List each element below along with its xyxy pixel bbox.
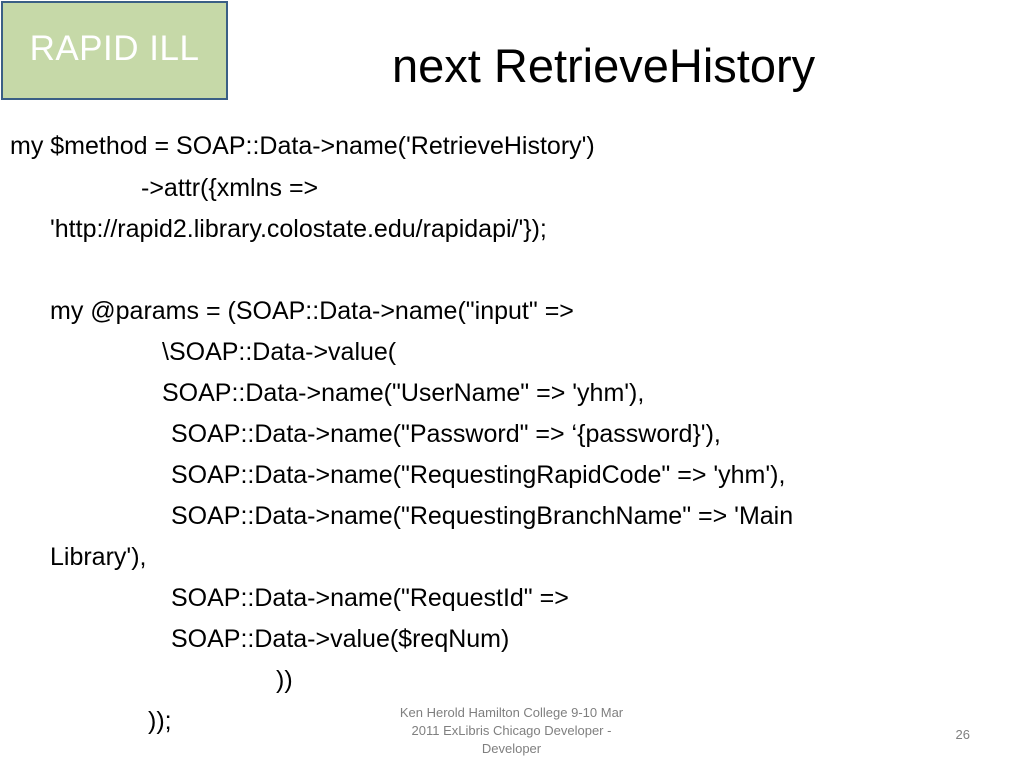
code-line: Library'), xyxy=(50,543,147,571)
footer-text: Ken Herold Hamilton College 9-10 Mar 201… xyxy=(368,704,655,758)
code-line: SOAP::Data->name("RequestingRapidCode" =… xyxy=(171,461,786,489)
page-number: 26 xyxy=(955,727,970,742)
code-line: )) xyxy=(276,666,293,694)
section-badge-label: RAPID ILL xyxy=(29,29,200,68)
code-line: ->attr({xmlns => xyxy=(141,174,319,202)
code-line: 'http://rapid2.library.colostate.edu/rap… xyxy=(50,215,547,243)
footer-line: 2011 ExLibris Chicago Developer - xyxy=(411,723,612,738)
footer-line: Developer xyxy=(481,741,542,756)
code-line: SOAP::Data->name("Password" => ‘{passwor… xyxy=(171,420,721,448)
section-badge: RAPID ILL xyxy=(1,1,228,100)
code-line: )); xyxy=(148,707,172,735)
code-line: SOAP::Data->name("RequestingBranchName" … xyxy=(171,502,794,530)
code-line: \SOAP::Data->value( xyxy=(162,338,397,366)
code-line: my $method = SOAP::Data->name('RetrieveH… xyxy=(10,132,595,160)
code-line: my @params = (SOAP::Data->name("input" =… xyxy=(50,297,574,325)
footer-line: Ken Herold Hamilton College 9-10 Mar xyxy=(399,705,624,720)
code-line: SOAP::Data->value($reqNum) xyxy=(171,625,510,653)
code-line: SOAP::Data->name("UserName" => 'yhm'), xyxy=(162,379,645,407)
code-line: SOAP::Data->name("RequestId" => xyxy=(171,584,569,612)
slide-title: next RetrieveHistory xyxy=(392,39,816,92)
